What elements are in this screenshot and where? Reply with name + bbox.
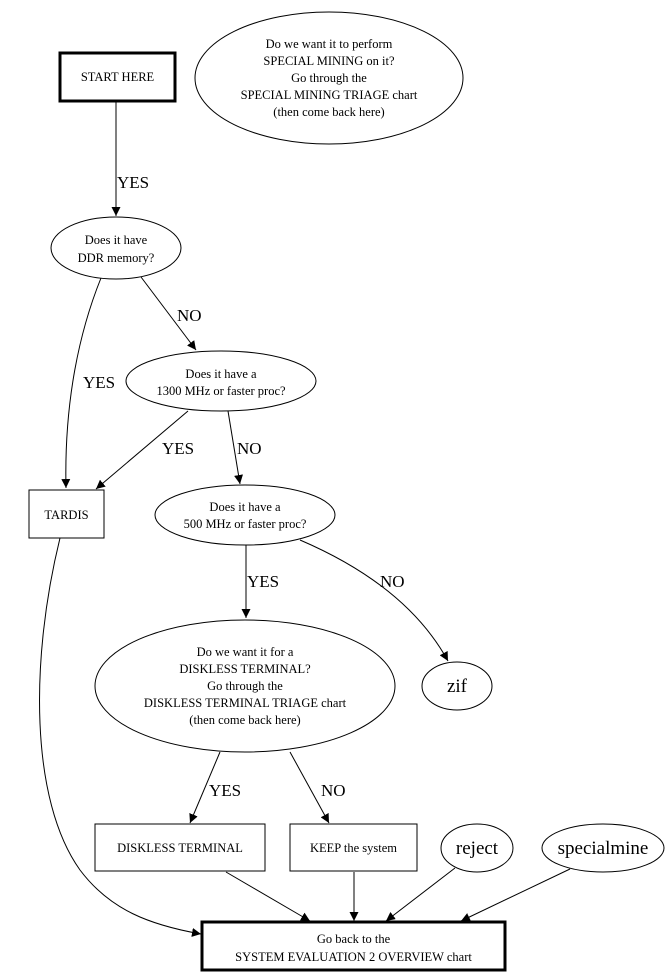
edge-diskless-to-terminal: YES <box>189 751 241 824</box>
edge-label: YES <box>209 781 241 800</box>
node-label: 500 MHz or faster proc? <box>184 517 307 531</box>
node-box <box>289 823 418 872</box>
edge-label: YES <box>83 373 115 392</box>
edge-ddr-to-tardis: YES <box>61 277 115 489</box>
node-ddr-question[interactable]: Does it have DDR memory? <box>50 216 182 280</box>
node-ellipse <box>50 216 182 280</box>
node-box <box>94 823 266 872</box>
edge-line <box>61 277 102 489</box>
node-tardis[interactable]: TARDIS <box>28 489 105 539</box>
node-label: zif <box>447 676 468 697</box>
edge-start-to-ddr: YES <box>111 101 149 216</box>
node-keep-system[interactable]: KEEP the system <box>289 823 418 872</box>
edge-line <box>140 276 197 351</box>
node-label: SPECIAL MINING on it? <box>263 54 395 68</box>
edge-line <box>299 539 449 662</box>
node-500mhz-question[interactable]: Does it have a 500 MHz or faster proc? <box>154 484 336 546</box>
node-start-here[interactable]: START HERE <box>58 51 177 103</box>
node-label: (then come back here) <box>189 713 300 727</box>
node-ellipse <box>125 350 317 412</box>
edge-line <box>385 867 456 922</box>
node-label: Does it have a <box>209 500 281 514</box>
node-1300mhz-question[interactable]: Does it have a 1300 MHz or faster proc? <box>125 350 317 412</box>
node-label: Do we want it to perform <box>266 37 393 51</box>
node-reject[interactable]: reject <box>440 823 514 873</box>
edge-line <box>289 751 330 824</box>
node-label: START HERE <box>81 70 155 84</box>
node-label: Go through the <box>291 71 367 85</box>
node-ellipse <box>421 661 493 711</box>
node-label: Go back to the <box>317 932 391 946</box>
edge-1300-to-500: NO <box>227 410 262 485</box>
node-label: DISKLESS TERMINAL? <box>179 662 311 676</box>
edge-line <box>460 868 571 922</box>
edge-label: YES <box>247 572 279 591</box>
node-label: Do we want it for a <box>197 645 294 659</box>
node-label: TARDIS <box>44 508 88 522</box>
edge-line <box>95 410 189 490</box>
edge-label: YES <box>117 173 149 192</box>
node-diskless-question[interactable]: Do we want it for a DISKLESS TERMINAL? G… <box>94 619 396 753</box>
node-go-back-overview[interactable]: Go back to the SYSTEM EVALUATION 2 OVERV… <box>200 920 507 972</box>
node-diskless-terminal[interactable]: DISKLESS TERMINAL <box>94 823 266 872</box>
edge-label: NO <box>380 572 405 591</box>
node-ellipse <box>541 823 665 873</box>
node-box <box>28 489 105 539</box>
node-label: DISKLESS TERMINAL TRIAGE chart <box>144 696 347 710</box>
edge-label: YES <box>162 439 194 458</box>
node-label: DISKLESS TERMINAL <box>117 841 243 855</box>
edge-line <box>227 410 243 485</box>
node-label: Go through the <box>207 679 283 693</box>
node-label: 1300 MHz or faster proc? <box>156 384 286 398</box>
node-label: specialmine <box>558 838 649 859</box>
edge-line <box>189 751 221 824</box>
node-label: KEEP the system <box>310 841 397 855</box>
edge-500-to-zif: NO <box>299 539 449 662</box>
node-label: reject <box>456 838 499 859</box>
node-ellipse <box>194 11 464 145</box>
edge-label: NO <box>237 439 262 458</box>
node-label: (then come back here) <box>273 105 384 119</box>
node-zif[interactable]: zif <box>421 661 493 711</box>
node-label: Does it have <box>85 233 148 247</box>
edge-line <box>39 537 202 937</box>
node-special-mining-question[interactable]: Do we want it to perform SPECIAL MINING … <box>194 11 464 145</box>
edge-specialmine-to-goback <box>460 868 571 922</box>
node-ellipse <box>440 823 514 873</box>
node-label: SYSTEM EVALUATION 2 OVERVIEW chart <box>235 950 472 964</box>
node-label: Does it have a <box>185 367 257 381</box>
edge-1300-to-tardis: YES <box>95 410 194 490</box>
node-ellipse <box>94 619 396 753</box>
node-box <box>200 920 507 972</box>
edge-terminal-to-goback <box>225 871 311 922</box>
edge-ddr-to-1300: NO <box>140 276 202 351</box>
edges: YES YES NO YES NO YES NO YES <box>39 101 571 937</box>
edge-tardis-to-goback <box>39 537 202 937</box>
edge-500-to-diskless: YES <box>241 545 279 618</box>
node-label: SPECIAL MINING TRIAGE chart <box>241 88 418 102</box>
edge-reject-to-goback <box>385 867 456 922</box>
node-ellipse <box>154 484 336 546</box>
edge-diskless-to-keep: NO <box>289 751 346 824</box>
node-label: DDR memory? <box>78 251 155 265</box>
edge-label: NO <box>321 781 346 800</box>
node-box <box>58 51 177 103</box>
nodes: START HERE Do we want it to perform SPEC… <box>28 11 665 972</box>
node-specialmine[interactable]: specialmine <box>541 823 665 873</box>
edge-line <box>225 871 311 922</box>
edge-label: NO <box>177 306 202 325</box>
